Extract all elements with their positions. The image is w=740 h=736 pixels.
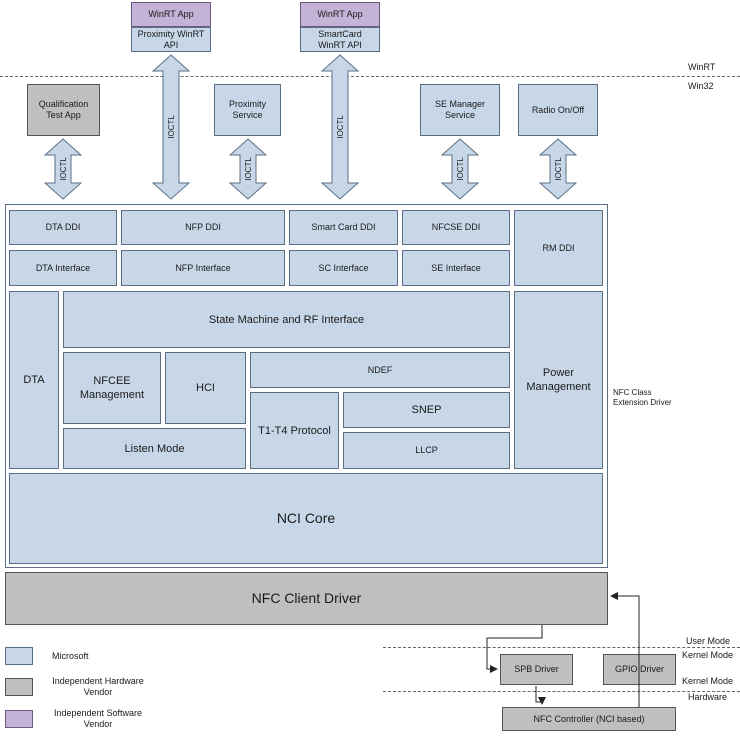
kernel-mode-label-2: Kernel Mode bbox=[682, 676, 734, 686]
dta-ddi: DTA DDI bbox=[9, 210, 117, 245]
spb-to-controller-connector bbox=[535, 686, 546, 705]
legend-swatch-ihv bbox=[5, 678, 33, 696]
legend-isv: Independent Software Vendor bbox=[53, 708, 143, 729]
nfp-ddi: NFP DDI bbox=[121, 210, 285, 245]
t1-t4-protocol: T1-T4 Protocol bbox=[250, 392, 339, 469]
ioctl-arrow-se-manager: IOCTL bbox=[441, 138, 479, 200]
snep: SNEP bbox=[343, 392, 510, 428]
nfcee-management: NFCEE Management bbox=[63, 352, 161, 424]
nfp-interface: NFP Interface bbox=[121, 250, 285, 286]
proximity-winrt-api: Proximity WinRT API bbox=[131, 27, 211, 52]
smartcard-winrt-api: SmartCard WinRT API bbox=[300, 27, 380, 52]
ioctl-arrow-smartcard-api: IOCTL bbox=[321, 54, 359, 200]
listen-mode: Listen Mode bbox=[63, 428, 246, 469]
ioctl-label: IOCTL bbox=[167, 115, 176, 139]
client-to-spb-connector bbox=[486, 625, 543, 673]
legend-swatch-microsoft bbox=[5, 647, 33, 665]
state-machine-rf-interface: State Machine and RF Interface bbox=[63, 291, 510, 348]
ioctl-label: IOCTL bbox=[336, 115, 345, 139]
nci-core: NCI Core bbox=[9, 473, 603, 564]
power-management: Power Management bbox=[514, 291, 603, 469]
kernel-hardware-separator bbox=[383, 691, 740, 692]
spb-driver: SPB Driver bbox=[500, 654, 573, 685]
rm-ddi: RM DDI bbox=[514, 210, 603, 286]
se-interface: SE Interface bbox=[402, 250, 510, 286]
user-kernel-separator bbox=[383, 647, 740, 648]
legend-ihv: Independent Hardware Vendor bbox=[52, 676, 144, 697]
user-mode-label: User Mode bbox=[686, 636, 731, 646]
ioctl-arrow-proximity-service: IOCTL bbox=[229, 138, 267, 200]
winrt-app-2: WinRT App bbox=[300, 2, 380, 27]
winrt-app-1: WinRT App bbox=[131, 2, 211, 27]
winrt-win32-separator bbox=[0, 76, 740, 77]
sc-interface: SC Interface bbox=[289, 250, 398, 286]
driver-connectors bbox=[486, 592, 640, 707]
ndef: NDEF bbox=[250, 352, 510, 388]
ioctl-label: IOCTL bbox=[59, 157, 68, 181]
ioctl-arrow-radio: IOCTL bbox=[539, 138, 577, 200]
dta-interface: DTA Interface bbox=[9, 250, 117, 286]
gpio-to-client-connector bbox=[610, 592, 640, 707]
radio-on-off: Radio On/Off bbox=[518, 84, 598, 136]
ioctl-label: IOCTL bbox=[244, 157, 253, 181]
nfc-cx-label: NFC Class Extension Driver bbox=[613, 388, 672, 407]
ioctl-label: IOCTL bbox=[456, 157, 465, 181]
hardware-label: Hardware bbox=[688, 692, 728, 702]
winrt-label: WinRT bbox=[688, 62, 716, 72]
ioctl-arrow-qualification: IOCTL bbox=[44, 138, 82, 200]
win32-label: Win32 bbox=[688, 81, 714, 91]
nfc-controller: NFC Controller (NCI based) bbox=[502, 707, 676, 731]
smart-card-ddi: Smart Card DDI bbox=[289, 210, 398, 245]
qualification-test-app: Qualification Test App bbox=[27, 84, 100, 136]
ioctl-arrow-proximity-api: IOCTL bbox=[152, 54, 190, 200]
dta-block: DTA bbox=[9, 291, 59, 469]
kernel-mode-label-1: Kernel Mode bbox=[682, 650, 734, 660]
hci: HCI bbox=[165, 352, 246, 424]
nfcse-ddi: NFCSE DDI bbox=[402, 210, 510, 245]
llcp: LLCP bbox=[343, 432, 510, 469]
ioctl-label: IOCTL bbox=[554, 157, 563, 181]
nfc-client-driver: NFC Client Driver bbox=[5, 572, 608, 625]
legend-swatch-isv bbox=[5, 710, 33, 728]
proximity-service: Proximity Service bbox=[214, 84, 281, 136]
legend-microsoft: Microsoft bbox=[52, 651, 89, 661]
se-manager-service: SE Manager Service bbox=[420, 84, 500, 136]
